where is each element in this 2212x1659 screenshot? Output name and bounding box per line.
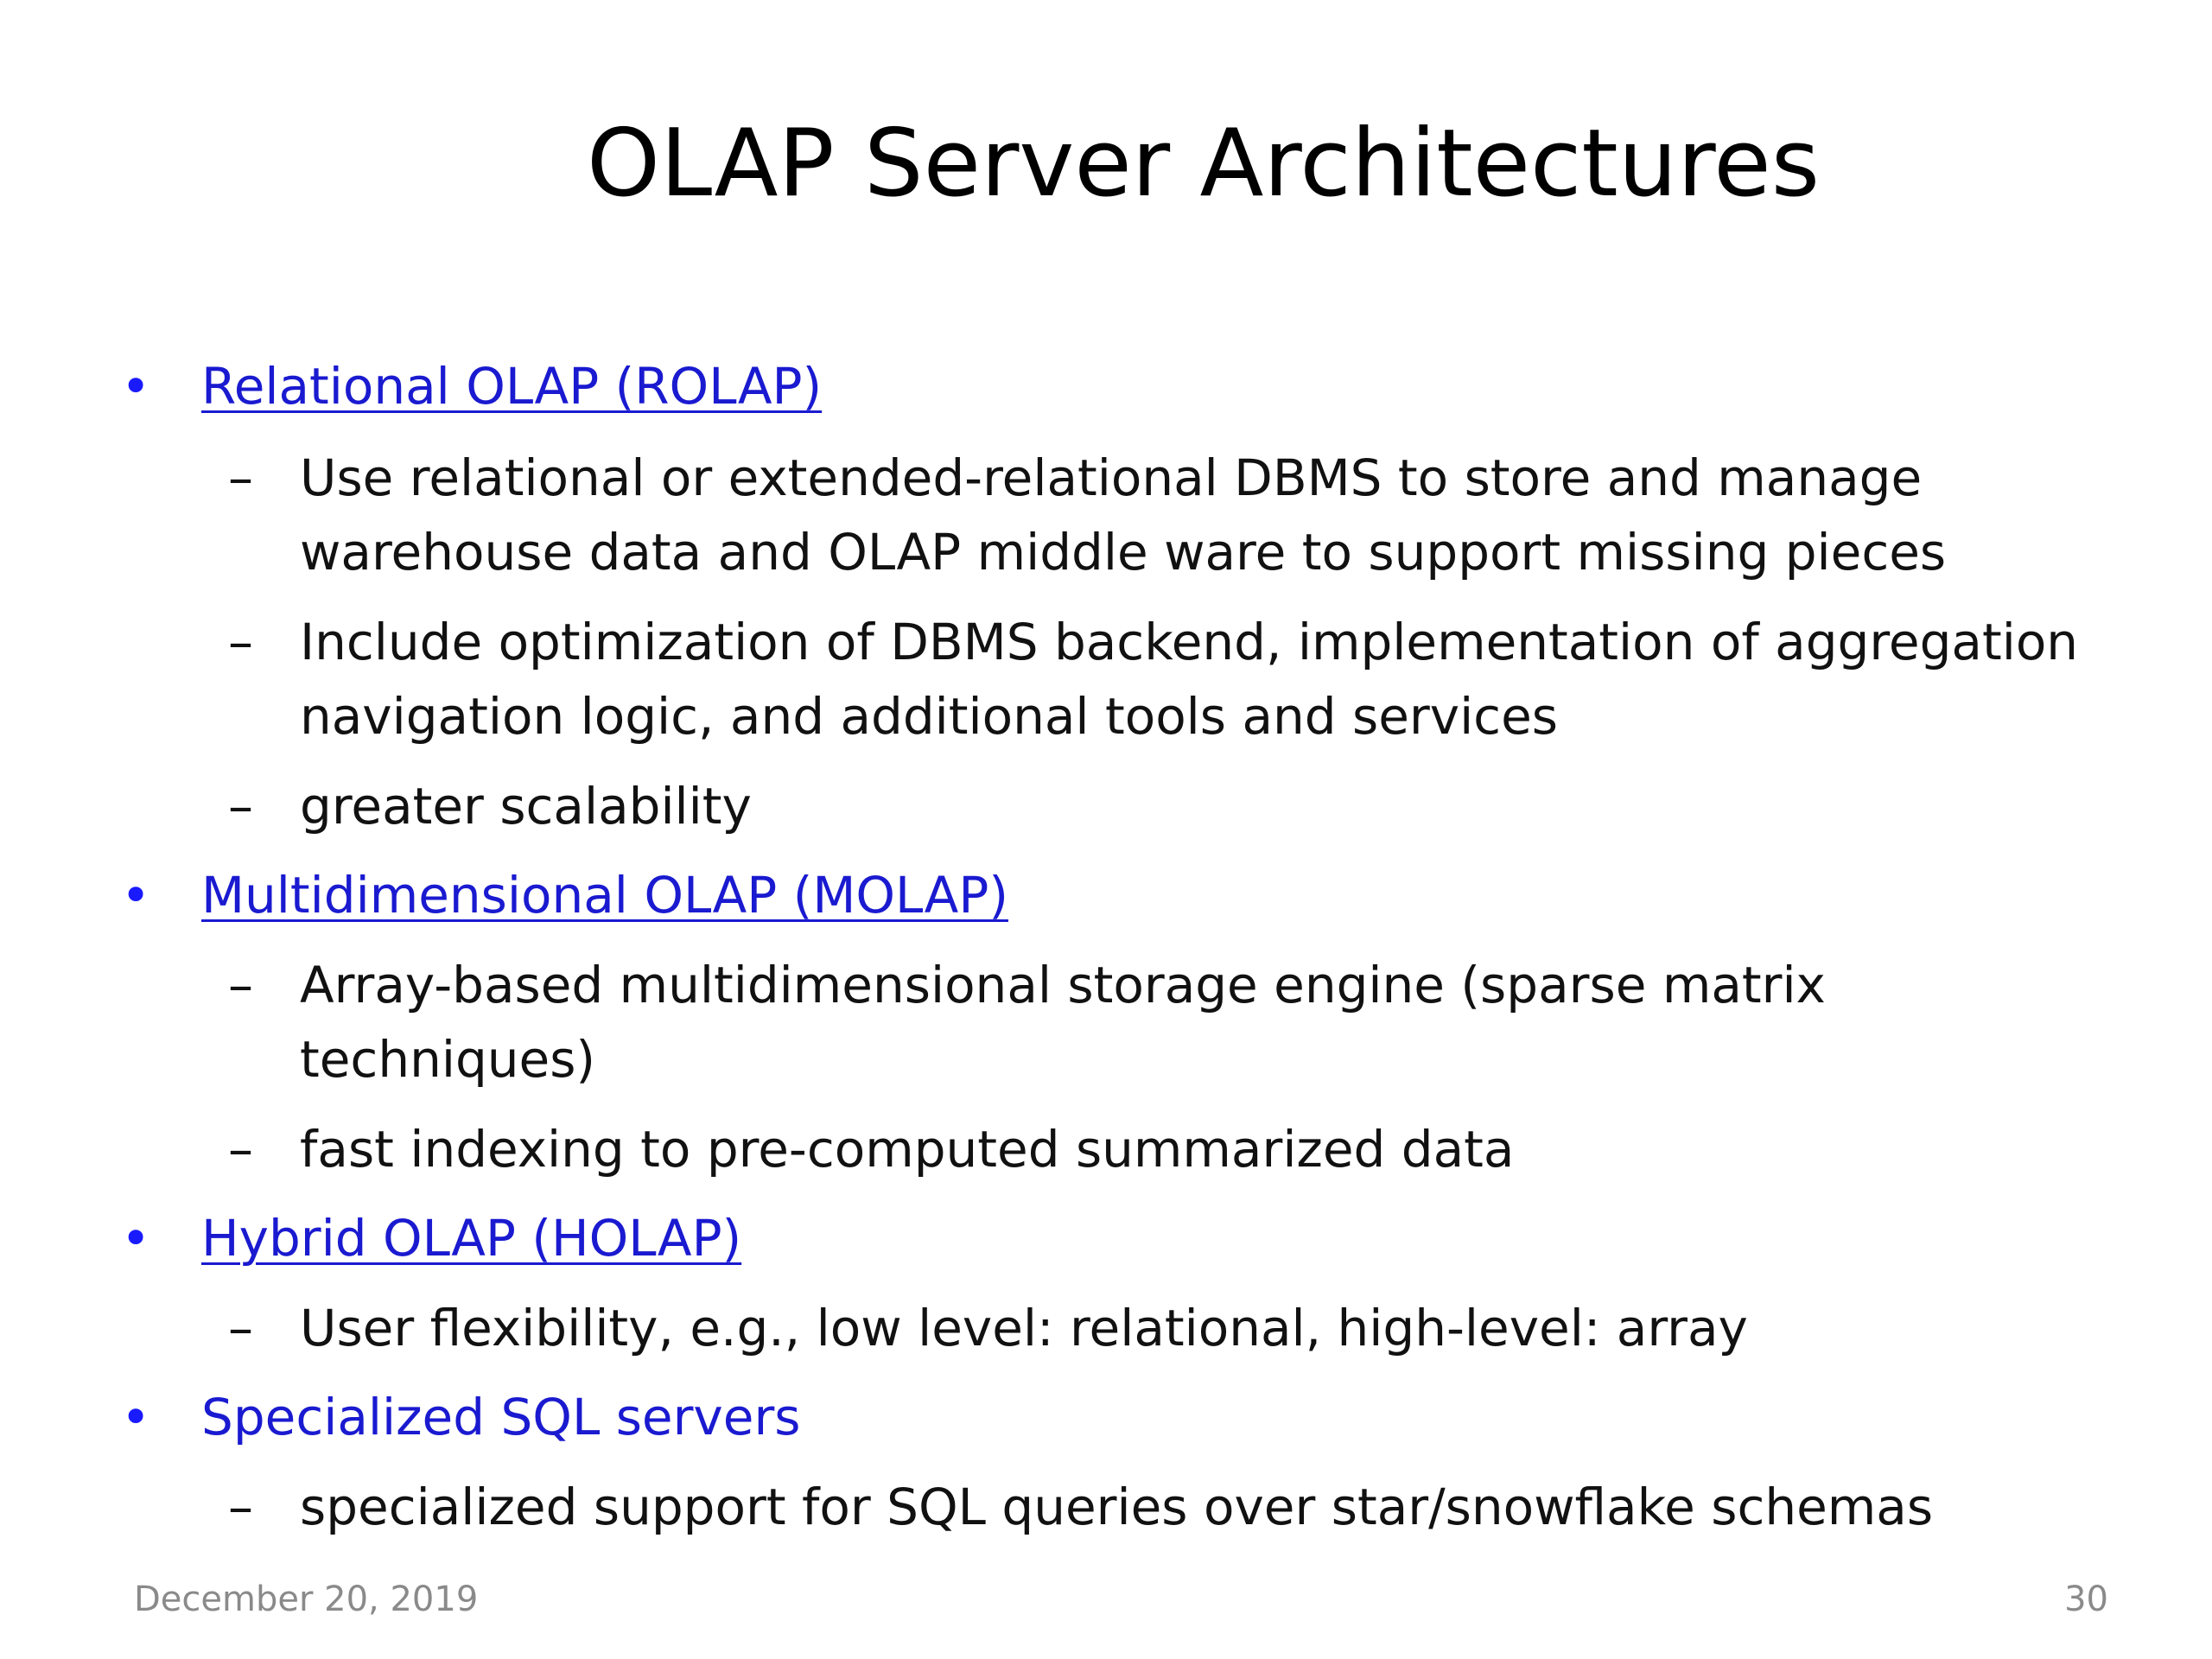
sub-item-line: warehouse data and OLAP middle ware to s… [300, 523, 1947, 582]
bullet-dot: • [121, 1388, 151, 1446]
dash-marker: – [228, 613, 253, 671]
link-molap[interactable]: Multidimensional OLAP (MOLAP) [201, 866, 1008, 925]
sub-item-continuation: techniques) [300, 1022, 595, 1096]
dash-marker: – [228, 448, 253, 507]
sub-item-line: User flexibility, e.g., low level: relat… [300, 1299, 1748, 1357]
sub-item: – greater scalability [228, 769, 752, 843]
sub-item-line: navigation logic, and additional tools a… [300, 687, 1558, 746]
link-holap[interactable]: Hybrid OLAP (HOLAP) [201, 1209, 742, 1268]
dash-marker: – [228, 956, 253, 1014]
sub-item: – Array-based multidimensional storage e… [228, 948, 1826, 1022]
slide-title: OLAP Server Architectures [587, 110, 1820, 218]
dash-marker: – [228, 1478, 253, 1536]
sub-item-line: Use relational or extended-relational DB… [300, 448, 1923, 507]
link-rolap[interactable]: Relational OLAP (ROLAP) [201, 357, 823, 416]
sub-item: – Include optimization of DBMS backend, … [228, 605, 2079, 679]
page-number: 30 [2064, 1580, 2108, 1619]
sub-item-continuation: navigation logic, and additional tools a… [300, 679, 1558, 753]
sub-item-line: specialized support for SQL queries over… [300, 1478, 1934, 1536]
sub-item: – User flexibility, e.g., low level: rel… [228, 1291, 1748, 1365]
dash-marker: – [228, 1120, 253, 1179]
sub-item-line: greater scalability [300, 777, 752, 836]
sub-item-line: Include optimization of DBMS backend, im… [300, 613, 2079, 671]
sub-item: – fast indexing to pre-computed summariz… [228, 1112, 1515, 1186]
sub-item-line: fast indexing to pre-computed summarized… [300, 1120, 1515, 1179]
dash-marker: – [228, 1299, 253, 1357]
sub-item-line: Array-based multidimensional storage eng… [300, 956, 1826, 1014]
sub-item: – Use relational or extended-relational … [228, 441, 1923, 515]
bullet-molap[interactable]: • Multidimensional OLAP (MOLAP) [121, 858, 1008, 932]
bullet-holap[interactable]: • Hybrid OLAP (HOLAP) [121, 1201, 742, 1275]
sub-item-continuation: warehouse data and OLAP middle ware to s… [300, 515, 1946, 589]
footer-date: December 20, 2019 [134, 1580, 479, 1619]
bullet-specialized-sql: • Specialized SQL servers [121, 1380, 801, 1454]
heading-specialized-sql: Specialized SQL servers [201, 1388, 801, 1446]
bullet-dot: • [121, 866, 151, 925]
sub-item: – specialized support for SQL queries ov… [228, 1470, 1934, 1544]
dash-marker: – [228, 777, 253, 836]
sub-item-line: techniques) [300, 1030, 596, 1089]
bullet-dot: • [121, 357, 151, 416]
bullet-dot: • [121, 1209, 151, 1268]
bullet-rolap[interactable]: • Relational OLAP (ROLAP) [121, 349, 823, 423]
